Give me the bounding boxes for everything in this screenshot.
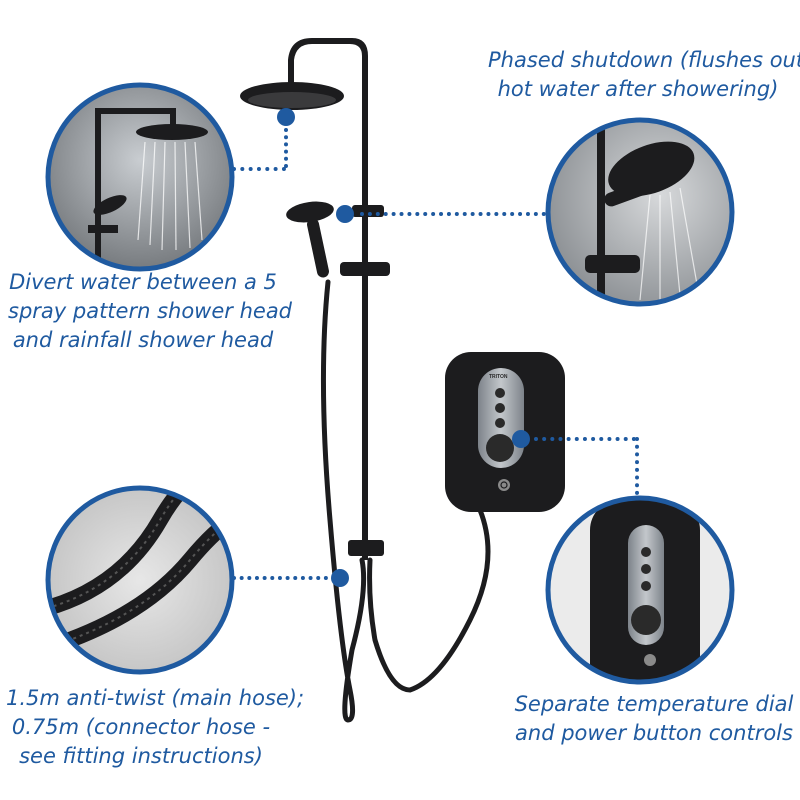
callout-line-hose [232, 576, 328, 580]
rainfall-head-icon [240, 82, 344, 110]
callout-line-controls-h [534, 437, 636, 441]
callout-dot-handheld [336, 205, 354, 223]
power-icon [498, 479, 510, 491]
handheld-detail-circle [548, 120, 732, 304]
caption-divert-water: Divert water between a 5 spray pattern s… [8, 270, 293, 352]
temperature-dial-icon [486, 434, 514, 462]
callout-dot-hose [331, 569, 349, 587]
callout-line-rainfall-v [284, 128, 288, 168]
hose-detail-circle [48, 488, 232, 672]
callout-line-handheld [360, 212, 546, 216]
callout-dot-rainfall [277, 108, 295, 126]
main-hose [320, 279, 491, 723]
caption-hose: 1.5m anti-twist (main hose); 0.75m (conn… [6, 686, 305, 768]
brand-mark: TRITON [489, 374, 508, 380]
caption-phased-shutdown: Phased shutdown (flushes out hot water a… [488, 48, 800, 101]
callout-line-controls-v [635, 437, 639, 495]
handheld-head-icon [286, 201, 334, 278]
riser-rail [288, 38, 390, 560]
caption-controls: Separate temperature dial and power butt… [514, 692, 794, 745]
rainfall-detail-circle [48, 85, 232, 269]
controls-detail-circle [548, 498, 732, 682]
callout-dot-controls [512, 430, 530, 448]
callout-line-rainfall-h [232, 167, 286, 171]
